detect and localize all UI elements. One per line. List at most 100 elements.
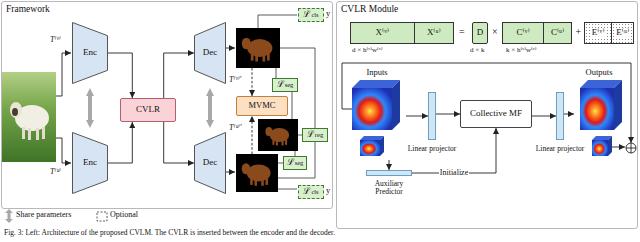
matrix-label: E⁽ᵛ⁾ [591, 28, 606, 38]
loss-box: ℒseg [272, 78, 298, 92]
drawing-polygon [380, 136, 384, 156]
drawing-use [242, 38, 273, 62]
inputs-group: Inputs [348, 68, 406, 160]
linear-projector: Linear projector [556, 92, 564, 140]
outputs-group: Outputs [574, 68, 624, 160]
cvlr-box: CVLR [120, 98, 176, 122]
drawing-circle [626, 143, 636, 153]
residual-connection [342, 63, 636, 153]
drawing-ellipse [10, 102, 22, 118]
transform-label: T⁽ᵘ⁾′ [229, 124, 241, 133]
drawing-polygon [360, 136, 384, 140]
drawing-rect [42, 127, 45, 139]
drawing-rect [580, 88, 614, 130]
input-photo [2, 72, 56, 162]
drawing-polygon [392, 80, 400, 130]
box-label: CVLR [136, 105, 160, 115]
figure-caption: Fig. 3: Left: Architecture of the propos… [4, 229, 335, 237]
drawing-rect [258, 119, 298, 151]
panel-title: CVLR Module [341, 4, 398, 14]
drawing-polyline [226, 48, 235, 49]
loss-label: ℒcls [303, 187, 318, 197]
matrix-label: C⁽ᵘ⁾ [551, 28, 564, 38]
legend-samples [5, 209, 107, 223]
drawing-line [208, 96, 212, 120]
decoder-block: Dec [194, 22, 226, 84]
loss-label: ℒseg [277, 80, 294, 90]
block-label: Enc [83, 48, 97, 58]
panel-title: Framework [6, 4, 50, 14]
drawing-line [88, 96, 92, 120]
loss-label: ℒreg [307, 130, 323, 140]
box-label: MVMC [249, 101, 276, 110]
loss-label: ℒseg [287, 158, 304, 168]
drawing-rect [28, 128, 31, 140]
drawing-ellipse [12, 108, 18, 116]
drawing-rect [360, 140, 380, 156]
matrix-x: X⁽ᵛ⁾ X⁽ᵘ⁾ [350, 22, 454, 44]
connector [406, 116, 428, 117]
ground-truth-label: y [326, 9, 330, 18]
equation-operator: + [576, 26, 582, 37]
drawing-polyline [276, 68, 277, 78]
matrix-cell: C⁽ᵛ⁾ [503, 23, 543, 43]
drawing-polyline [56, 138, 71, 163]
drawing-rect [236, 154, 278, 192]
drawing-polyline [278, 142, 315, 178]
dimension-label: k × h⁽ᵛ⁾w⁽ᵛ⁾ [506, 47, 537, 55]
drawing-rect [592, 140, 608, 156]
group-heading: Outputs [586, 68, 613, 77]
matrix-cell: E⁽ᵘ⁾ [611, 23, 633, 43]
legend-text: Share parameters [16, 211, 71, 220]
projector-label: Linear projector [408, 145, 457, 153]
drawing-polyline [292, 92, 293, 119]
linear-projector: Linear projector [428, 92, 436, 140]
box-label: D [477, 28, 484, 38]
transform-label: T⁽ᵛ⁾ [50, 36, 61, 45]
drawing-polyline [252, 68, 253, 96]
drawing-rect [36, 128, 39, 140]
drawing-polyline [342, 63, 631, 143]
block-label: Dec [203, 158, 218, 168]
ground-truth-label: y [326, 186, 330, 195]
feature-cubes [352, 80, 622, 156]
drawing-use [242, 163, 271, 186]
dimension-label: d × h⁽ᵛ⁾w⁽ᵛ⁾ [352, 47, 383, 55]
cvlr-module-panel: CVLR ModuleX⁽ᵛ⁾ X⁽ᵘ⁾ D C⁽ᵛ⁾ C⁽ᵘ⁾ E⁽ᵛ⁾ E⁽ᵘ⁾ Inpu… [336, 1, 638, 229]
matrix-d: D [472, 22, 488, 44]
mvmc-box: MVMC [236, 96, 288, 116]
drawing-polyline [612, 147, 625, 148]
group-heading: Inputs [366, 68, 387, 77]
box-label: Collective MF [470, 109, 522, 119]
matrix-e: E⁽ᵛ⁾ E⁽ᵘ⁾ [584, 22, 634, 44]
dimension-label: d × k [470, 47, 484, 55]
matrix-cell: X⁽ᵛ⁾ [351, 23, 414, 43]
drawing-rect [2, 72, 56, 162]
transform-label: T⁽ᵘ⁾ [50, 168, 61, 177]
drawing-rect [352, 88, 392, 130]
drawing-rect [97, 212, 107, 221]
drawing-polygon [614, 80, 622, 130]
matrix-cell: X⁽ᵘ⁾ [414, 23, 453, 43]
trapezoid-shape [73, 23, 108, 84]
matrix-cell: E⁽ᵛ⁾ [585, 23, 611, 43]
drawing-polygon [608, 136, 612, 156]
loss-box: ℒcls [298, 185, 324, 199]
connector [532, 116, 556, 117]
drawing-path [5, 209, 13, 223]
connector [436, 114, 460, 115]
auxiliary-predictor: Auxiliary Predictor [366, 170, 412, 176]
projector-label: Linear projector [536, 145, 585, 153]
block-label: Enc [83, 158, 97, 168]
predictor-label: Auxiliary Predictor [360, 180, 418, 197]
drawing-use [265, 127, 289, 146]
trapezoid-shape [195, 133, 226, 194]
drawing-rect [22, 127, 25, 139]
connector [164, 122, 194, 163]
collective-mf-box: Collective MF [460, 100, 532, 128]
drawing-polyline [252, 116, 253, 154]
trapezoid-shape [195, 23, 226, 84]
connector [564, 114, 574, 115]
matrix-label: X⁽ᵘ⁾ [427, 28, 441, 38]
